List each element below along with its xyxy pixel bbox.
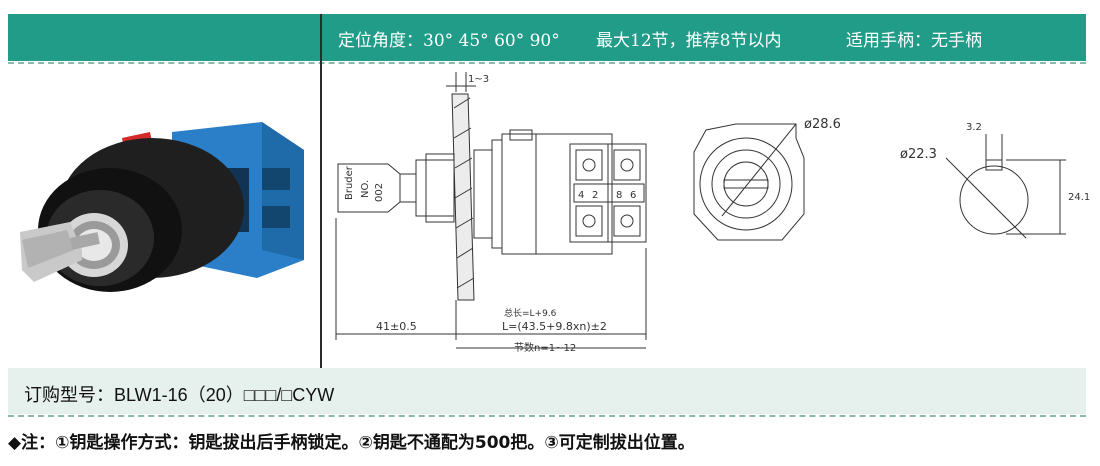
notes-text: ◆注：①钥匙操作方式：钥匙拔出后手柄锁定。②钥匙不通配为500把。③可定制拔出位… — [8, 433, 695, 453]
notch-width-label: 3.2 — [966, 122, 982, 133]
key-number-text: 002 — [374, 183, 385, 202]
terminal-number-1: 4 — [578, 190, 584, 201]
header-dash-divider — [8, 62, 1086, 64]
terminal-number-3: 8 — [616, 190, 622, 201]
key-brand-text: Bruder — [344, 165, 355, 200]
header-left-cell — [8, 14, 322, 61]
hole-height-label: 24.1 — [1068, 192, 1090, 203]
stage-range-label: 节数n=1~12 — [514, 341, 576, 354]
spec-handle: 适用手柄：无手柄 — [846, 31, 982, 51]
key-no-text: NO. — [360, 180, 371, 198]
order-dash-divider — [8, 415, 1086, 417]
front-length-label: 41±0.5 — [376, 320, 417, 333]
depth-formula-label: L=(43.5+9.8xn)±2 — [502, 320, 607, 333]
hole-diameter-label: ø22.3 — [900, 147, 937, 162]
spec-stages: 最大12节，推荐8节以内 — [596, 31, 782, 51]
product-photo — [20, 122, 304, 292]
terminal-number-2: 2 — [592, 190, 598, 201]
spec-header: 定位角度：30° 45° 60° 90° 最大12节，推荐8节以内 适用手柄：无… — [8, 14, 1086, 61]
technical-drawing: 1~3 Bruder NO. 002 4 2 8 6 41±0.5 总长=L+9… — [335, 72, 1090, 354]
terminal-number-4: 6 — [630, 190, 636, 201]
panel-thickness-label: 1~3 — [468, 74, 489, 85]
depth-extra-label: 总长=L+9.6 — [504, 307, 557, 319]
spec-angle: 定位角度：30° 45° 60° 90° — [338, 31, 560, 51]
order-model-label: 订购型号：BLW1-16（20）□□□/□CYW — [24, 385, 335, 405]
outer-diameter-label: ø28.6 — [804, 117, 841, 132]
column-divider — [320, 14, 322, 371]
order-model-band: 订购型号：BLW1-16（20）□□□/□CYW — [8, 368, 1086, 414]
